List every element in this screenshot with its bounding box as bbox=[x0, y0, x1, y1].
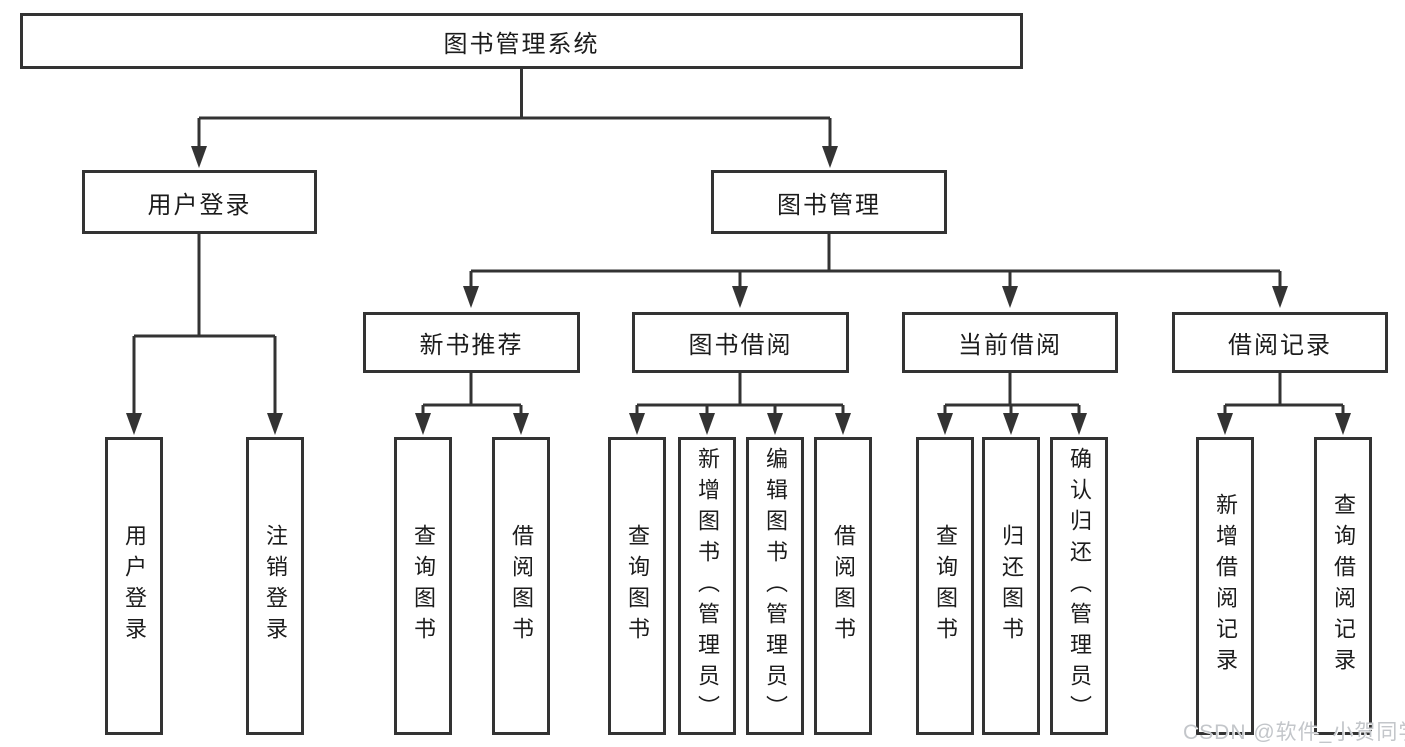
leaf-label: 查询借阅记录 bbox=[1331, 493, 1356, 679]
leaf-query-borrow-record: 查询借阅记录 bbox=[1314, 437, 1372, 735]
arrowhead bbox=[767, 413, 783, 435]
leaf-confirm-return-admin: 确认归还（管理员） bbox=[1050, 437, 1108, 735]
node-label: 借阅记录 bbox=[1228, 332, 1332, 359]
leaf-label: 借阅图书 bbox=[509, 524, 534, 648]
leaf-user-login: 用户登录 bbox=[105, 437, 163, 735]
arrowhead bbox=[191, 146, 207, 168]
arrowhead bbox=[267, 413, 283, 435]
connector-level3-to-leaves bbox=[421, 373, 1345, 417]
node-library-system: 图书管理系统 bbox=[20, 13, 1023, 69]
node-label: 新书推荐 bbox=[419, 332, 524, 359]
node-new-book-recommend: 新书推荐 bbox=[363, 312, 580, 373]
leaf-logout: 注销登录 bbox=[246, 437, 304, 735]
node-label: 用户登录 bbox=[147, 191, 252, 219]
leaf-label: 查询图书 bbox=[933, 524, 958, 648]
node-book-management: 图书管理 bbox=[711, 170, 947, 234]
leaf-label: 确认归还（管理员） bbox=[1067, 446, 1092, 726]
arrowhead bbox=[1002, 286, 1018, 308]
arrowhead bbox=[732, 286, 748, 308]
csdn-watermark: CSDN @软件_小贺同学 bbox=[1183, 721, 1405, 744]
arrowhead bbox=[1071, 413, 1087, 435]
node-borrow-records: 借阅记录 bbox=[1172, 312, 1388, 373]
leaf-return-books: 归还图书 bbox=[982, 437, 1040, 735]
arrowhead bbox=[1003, 413, 1019, 435]
leaf-borrow-books-recommend: 借阅图书 bbox=[492, 437, 550, 735]
node-user-login: 用户登录 bbox=[82, 170, 317, 234]
arrowhead bbox=[699, 413, 715, 435]
leaf-label: 注销登录 bbox=[263, 524, 288, 648]
leaf-label: 查询图书 bbox=[411, 524, 436, 648]
arrowhead bbox=[513, 413, 529, 435]
node-label: 图书管理 bbox=[777, 191, 881, 219]
arrowhead bbox=[1335, 413, 1351, 435]
leaf-label: 编辑图书（管理员） bbox=[763, 446, 788, 726]
node-label: 当前借阅 bbox=[958, 332, 1062, 359]
leaf-query-books-recommend: 查询图书 bbox=[394, 437, 452, 735]
leaf-query-books-borrow: 查询图书 bbox=[608, 437, 666, 735]
leaf-add-book-admin: 新增图书（管理员） bbox=[678, 437, 736, 735]
leaf-label: 新增借阅记录 bbox=[1213, 493, 1238, 679]
node-current-borrow: 当前借阅 bbox=[902, 312, 1118, 373]
arrowhead bbox=[1272, 286, 1288, 308]
leaf-label: 用户登录 bbox=[122, 524, 147, 648]
leaf-query-books-current: 查询图书 bbox=[916, 437, 974, 735]
arrowhead bbox=[1217, 413, 1233, 435]
node-book-borrow: 图书借阅 bbox=[632, 312, 849, 373]
arrowhead bbox=[415, 413, 431, 435]
arrowhead bbox=[629, 413, 645, 435]
node-label: 图书管理系统 bbox=[443, 30, 600, 58]
connector-root-to-level2 bbox=[197, 68, 832, 150]
arrowhead bbox=[937, 413, 953, 435]
leaf-borrow-books: 借阅图书 bbox=[814, 437, 872, 735]
leaf-label: 归还图书 bbox=[999, 524, 1024, 648]
node-label: 图书借阅 bbox=[688, 332, 793, 359]
arrowheads bbox=[126, 146, 1351, 435]
arrowhead bbox=[835, 413, 851, 435]
arrowhead bbox=[126, 413, 142, 435]
arrowhead bbox=[822, 146, 838, 168]
connector-book-mgmt-to-level3 bbox=[469, 234, 1282, 290]
leaf-add-borrow-record: 新增借阅记录 bbox=[1196, 437, 1254, 735]
leaf-edit-book-admin: 编辑图书（管理员） bbox=[746, 437, 804, 735]
leaf-label: 查询图书 bbox=[625, 524, 650, 648]
leaf-label: 借阅图书 bbox=[831, 524, 856, 648]
arrowhead bbox=[463, 286, 479, 308]
connector-user-login-to-leaves bbox=[132, 234, 277, 417]
leaf-label: 新增图书（管理员） bbox=[695, 446, 720, 726]
